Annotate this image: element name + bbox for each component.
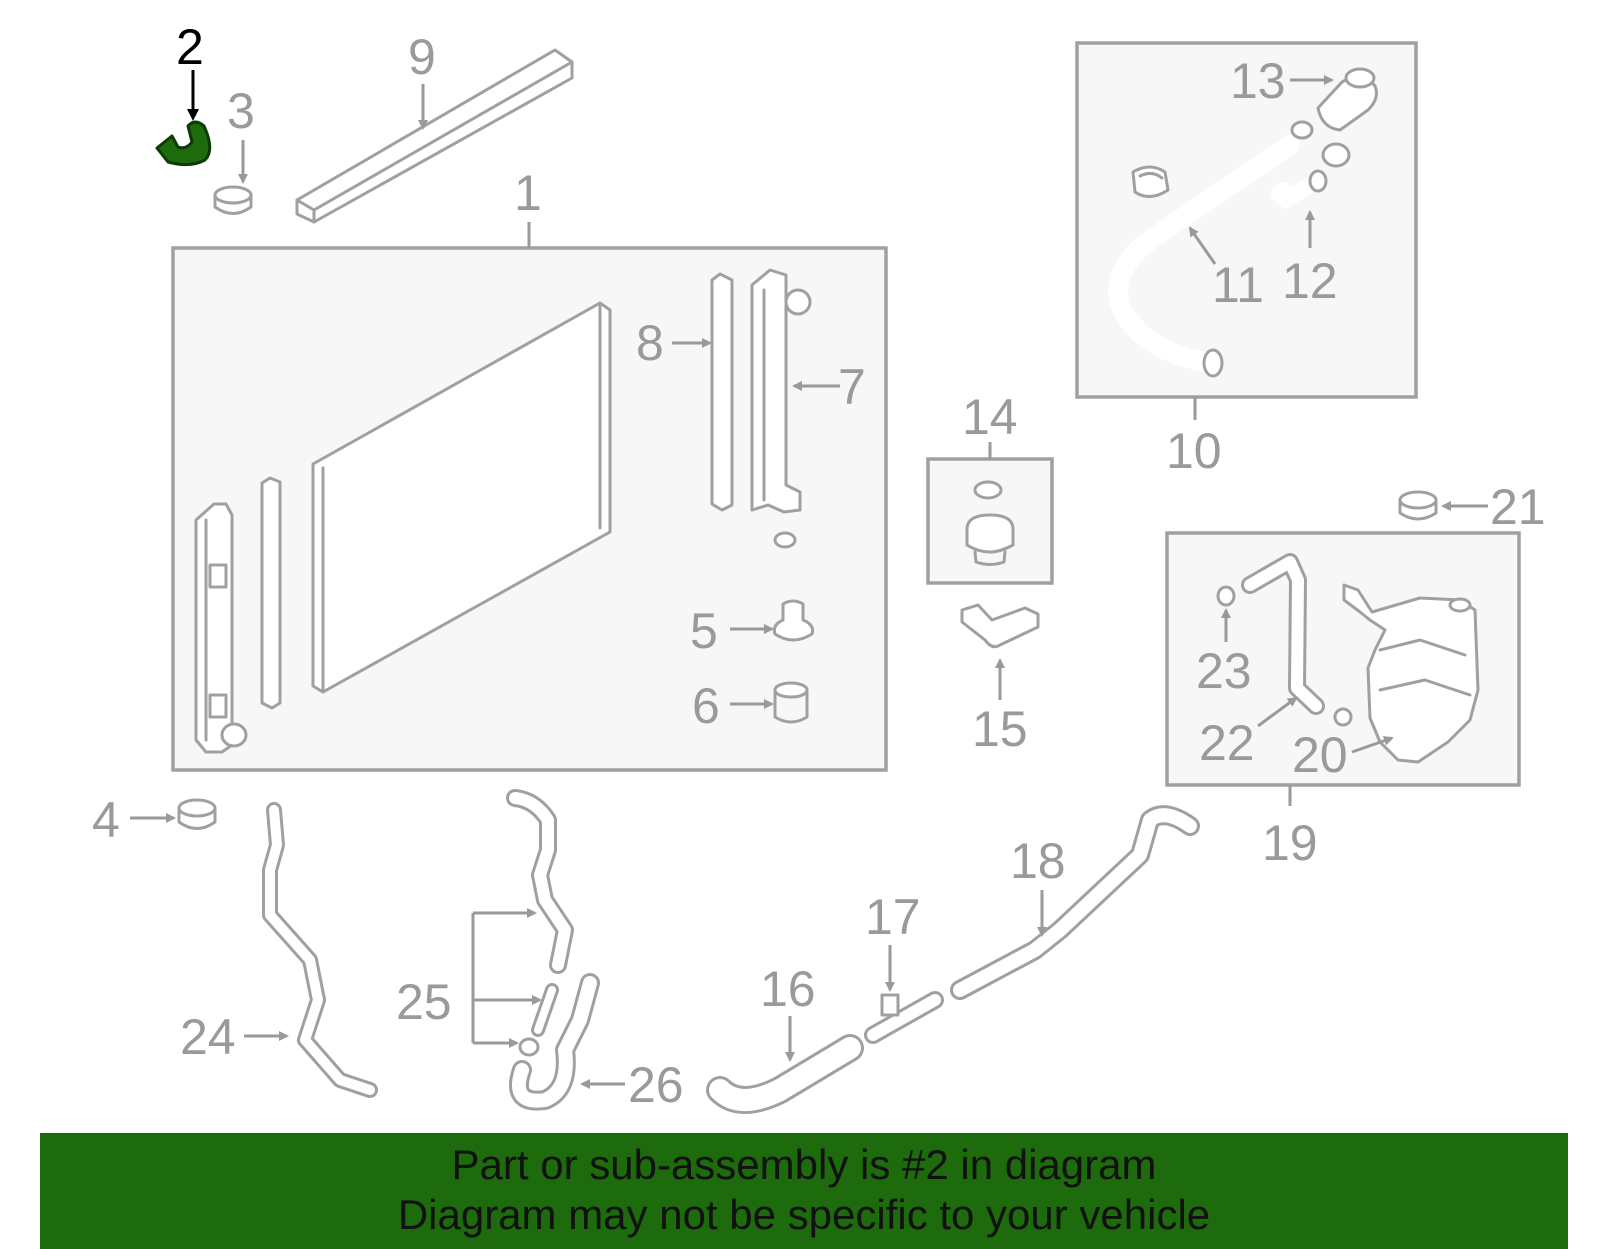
part-22-leader [1257, 696, 1298, 728]
label-part-25: 25 [396, 974, 452, 1030]
label-part-10: 10 [1166, 423, 1222, 479]
label-part-18: 18 [1010, 833, 1066, 889]
part-15-bracket[interactable] [960, 603, 1040, 649]
label-part-3: 3 [227, 83, 255, 139]
label-part-17: 17 [865, 889, 921, 945]
label-part-7: 7 [838, 359, 866, 415]
part-7-right-tank[interactable] [750, 268, 812, 549]
part-3-cap[interactable] [213, 185, 253, 215]
part-14-cap[interactable] [965, 480, 1015, 566]
label-part-2: 2 [176, 19, 204, 75]
banner-line-2: Diagram may not be specific to your vehi… [397, 1191, 1211, 1238]
part-6-bushing[interactable] [773, 681, 809, 724]
radiator-left-tank[interactable] [194, 502, 248, 754]
part-23-o-ring[interactable] [1216, 585, 1236, 607]
label-part-13: 13 [1230, 53, 1286, 109]
part-8-seal[interactable] [710, 272, 734, 512]
label-part-1: 1 [514, 165, 542, 221]
label-part-24: 24 [180, 1009, 236, 1065]
part-21-cap[interactable] [1398, 490, 1438, 521]
label-part-14: 14 [962, 389, 1018, 445]
label-part-23: 23 [1196, 643, 1252, 699]
part-1-radiator-core[interactable] [311, 301, 612, 694]
clamp[interactable] [1131, 165, 1170, 198]
label-part-26: 26 [628, 1057, 684, 1113]
label-part-15: 15 [972, 701, 1028, 757]
part-16-hose[interactable] [706, 1034, 864, 1114]
label-part-22: 22 [1199, 715, 1255, 771]
part-12-hose-elbow[interactable] [1271, 169, 1328, 210]
part-20-leader [1351, 735, 1394, 754]
label-part-5: 5 [690, 603, 718, 659]
part-20-reservoir-tank[interactable] [1342, 583, 1480, 764]
part-24-hose[interactable] [262, 802, 378, 1098]
label-part-20: 20 [1292, 727, 1348, 783]
banner-line-1: Part or sub-assembly is #2 in diagram [451, 1141, 1157, 1188]
part-25-hose-set[interactable] [506, 789, 574, 1057]
radiator-left-seal[interactable] [260, 476, 282, 710]
part-11-upper-hose[interactable] [1108, 135, 1300, 378]
label-part-12: 12 [1282, 253, 1338, 309]
label-part-9: 9 [408, 29, 436, 85]
label-part-6: 6 [692, 678, 720, 734]
label-part-4: 4 [92, 792, 120, 848]
label-part-16: 16 [760, 961, 816, 1017]
o-ring-lower[interactable] [1333, 707, 1353, 727]
label-part-21: 21 [1490, 479, 1546, 535]
info-banner: Part or sub-assembly is #2 in diagram Di… [40, 1133, 1568, 1249]
part-26-hose[interactable] [509, 973, 600, 1111]
label-part-8: 8 [636, 315, 664, 371]
part-11-leader [1188, 226, 1217, 265]
label-part-19: 19 [1262, 815, 1318, 871]
part-2-seal[interactable] [155, 120, 212, 167]
part-5-plug[interactable] [772, 599, 815, 642]
part-18-hose[interactable] [950, 805, 1200, 1000]
part-4-bushing[interactable] [177, 798, 217, 830]
part-22-hose[interactable] [1241, 553, 1325, 715]
part-9-seal-strip[interactable] [295, 48, 574, 224]
clamp-upper[interactable] [1290, 120, 1351, 168]
part-13-thermostat-housing[interactable] [1316, 67, 1378, 132]
part-17-connector[interactable] [864, 991, 944, 1044]
label-part-11: 11 [1212, 257, 1264, 313]
